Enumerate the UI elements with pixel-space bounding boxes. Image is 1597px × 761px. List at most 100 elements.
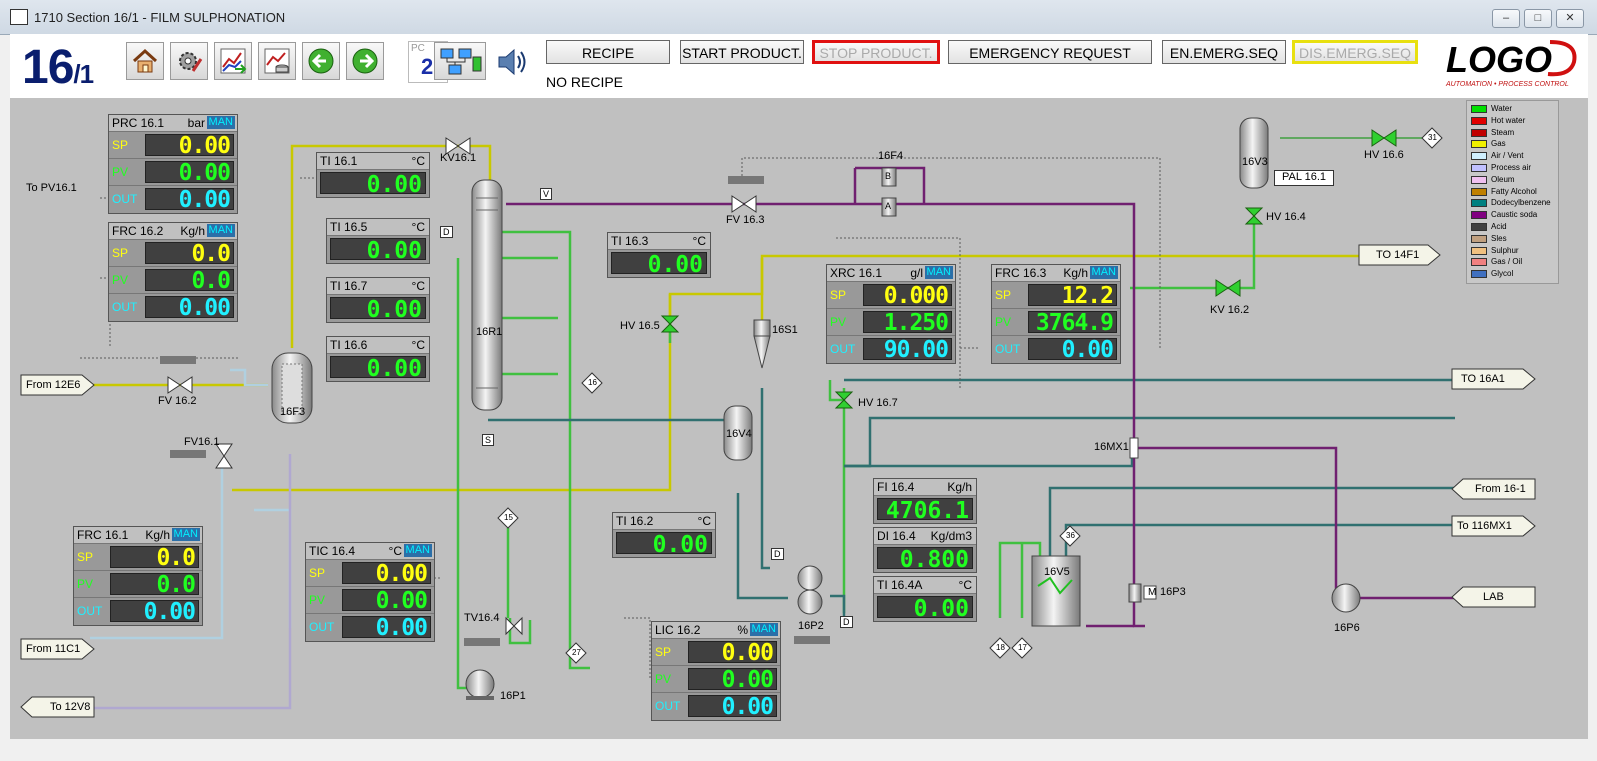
pv-value: 0.00	[145, 161, 234, 185]
indicator-tag: TI 16.1	[320, 154, 358, 168]
emergency-request-button[interactable]: EMERGENCY REQUEST	[948, 40, 1152, 64]
logo-graphic: LOGO AUTOMATION • PROCESS CONTROL	[1445, 39, 1577, 88]
sp-label: SP	[112, 138, 129, 152]
connector-to-12v8[interactable]: To 12V8	[20, 696, 95, 718]
connector-from-16-1[interactable]: From 16-1	[1451, 478, 1537, 500]
pv-label: PV	[112, 273, 129, 287]
controller-tag: XRC 16.1	[830, 266, 883, 280]
sp-value[interactable]: 0.0	[145, 242, 234, 266]
minimize-button[interactable]: –	[1492, 9, 1520, 28]
disable-emergency-seq-button[interactable]: DIS.EMERG.SEQ	[1292, 40, 1418, 64]
sp-label: SP	[112, 246, 129, 260]
sp-value[interactable]: 0.000	[863, 284, 952, 308]
legend-label: Sulphur	[1491, 245, 1519, 255]
out-value[interactable]: 0.00	[1028, 338, 1117, 362]
speaker-button[interactable]	[496, 46, 532, 83]
out-value[interactable]: 0.00	[110, 600, 199, 624]
mode-badge[interactable]: MAN	[749, 623, 778, 636]
mode-badge[interactable]: MAN	[206, 116, 235, 129]
arrow-left-icon	[308, 48, 334, 74]
alarm-pal161[interactable]: PAL 16.1	[1274, 170, 1334, 186]
out-value[interactable]: 0.00	[145, 188, 234, 212]
legend-swatch	[1471, 246, 1487, 255]
maximize-button[interactable]: □	[1524, 9, 1552, 28]
pv-value: 3764.9	[1028, 311, 1117, 335]
legend-swatch	[1471, 140, 1487, 149]
valve-hv166-label: HV 16.6	[1364, 149, 1404, 161]
stop-product-button[interactable]: STOP PRODUCT.	[812, 40, 940, 64]
out-value[interactable]: 0.00	[145, 296, 234, 320]
legend-swatch	[1471, 234, 1487, 243]
close-button[interactable]: ✕	[1556, 9, 1584, 28]
legend-label: Gas / Oil	[1491, 257, 1523, 267]
indicator-tag: TI 16.5	[330, 220, 368, 234]
mode-badge[interactable]: MAN	[1089, 266, 1118, 279]
connector-to-116mx1[interactable]: To 116MX1	[1451, 515, 1537, 537]
sp-value[interactable]: 0.0	[110, 546, 199, 570]
motor-label: M	[1148, 587, 1157, 598]
diamond-label: 17	[1018, 643, 1027, 652]
connector-from-11c1[interactable]: From 11C1	[20, 638, 95, 660]
mode-badge[interactable]: MAN	[924, 266, 953, 279]
connector-to-14f1[interactable]: TO 14F1	[1358, 244, 1442, 266]
back-button[interactable]	[302, 42, 340, 80]
controller-unit: %	[737, 623, 748, 637]
settings-button[interactable]	[170, 42, 208, 80]
pv-label: PV	[655, 672, 672, 686]
start-product-button[interactable]: START PRODUCT.	[680, 40, 804, 64]
out-value[interactable]: 90.00	[863, 338, 952, 362]
connector-label: TO 14F1	[1376, 249, 1420, 261]
equipment-16p6-label: 16P6	[1334, 622, 1360, 634]
sp-value[interactable]: 0.00	[342, 562, 431, 586]
network-button[interactable]	[434, 42, 486, 80]
forward-button[interactable]	[346, 42, 384, 80]
connector-from-12e6[interactable]: From 12E6	[20, 374, 95, 396]
trend-export-button[interactable]	[214, 42, 252, 80]
connector-to-16a1[interactable]: TO 16A1	[1451, 368, 1537, 390]
indicator-value: 0.00	[320, 172, 426, 198]
sp-value[interactable]: 0.00	[688, 641, 777, 665]
indicator-value: 0.00	[877, 596, 973, 622]
legend-swatch	[1471, 223, 1487, 231]
mode-badge[interactable]: MAN	[171, 528, 200, 541]
out-label: OUT	[77, 604, 103, 618]
valve-hv165-label: HV 16.5	[620, 320, 660, 332]
recipe-button[interactable]: RECIPE	[546, 40, 670, 64]
home-button[interactable]	[126, 42, 164, 80]
sp-value[interactable]: 0.00	[145, 134, 234, 158]
sp-value[interactable]: 12.2	[1028, 284, 1117, 308]
indicator-unit: °C	[411, 220, 425, 234]
diamond-label: 31	[1428, 133, 1437, 142]
mode-badge[interactable]: MAN	[403, 544, 432, 557]
valve-fv162-label: FV 16.2	[158, 395, 197, 407]
enable-emergency-seq-button[interactable]: EN.EMERG.SEQ	[1162, 40, 1286, 64]
mode-badge[interactable]: MAN	[206, 224, 235, 237]
connector-lab[interactable]: LAB	[1451, 586, 1537, 608]
out-value[interactable]: 0.00	[342, 616, 431, 640]
trend-database-button[interactable]	[258, 42, 296, 80]
diamond-label: 15	[504, 513, 513, 522]
toolbar: 16/1 PC 2 RECIPE START PRODUCT. STOP PRO…	[10, 34, 1588, 99]
indicator-unit: °C	[411, 338, 425, 352]
out-value[interactable]: 0.00	[688, 695, 777, 719]
out-label: OUT	[995, 342, 1021, 356]
legend-label: Oleum	[1491, 174, 1515, 184]
equipment-16f4-label: 16F4	[878, 150, 904, 162]
